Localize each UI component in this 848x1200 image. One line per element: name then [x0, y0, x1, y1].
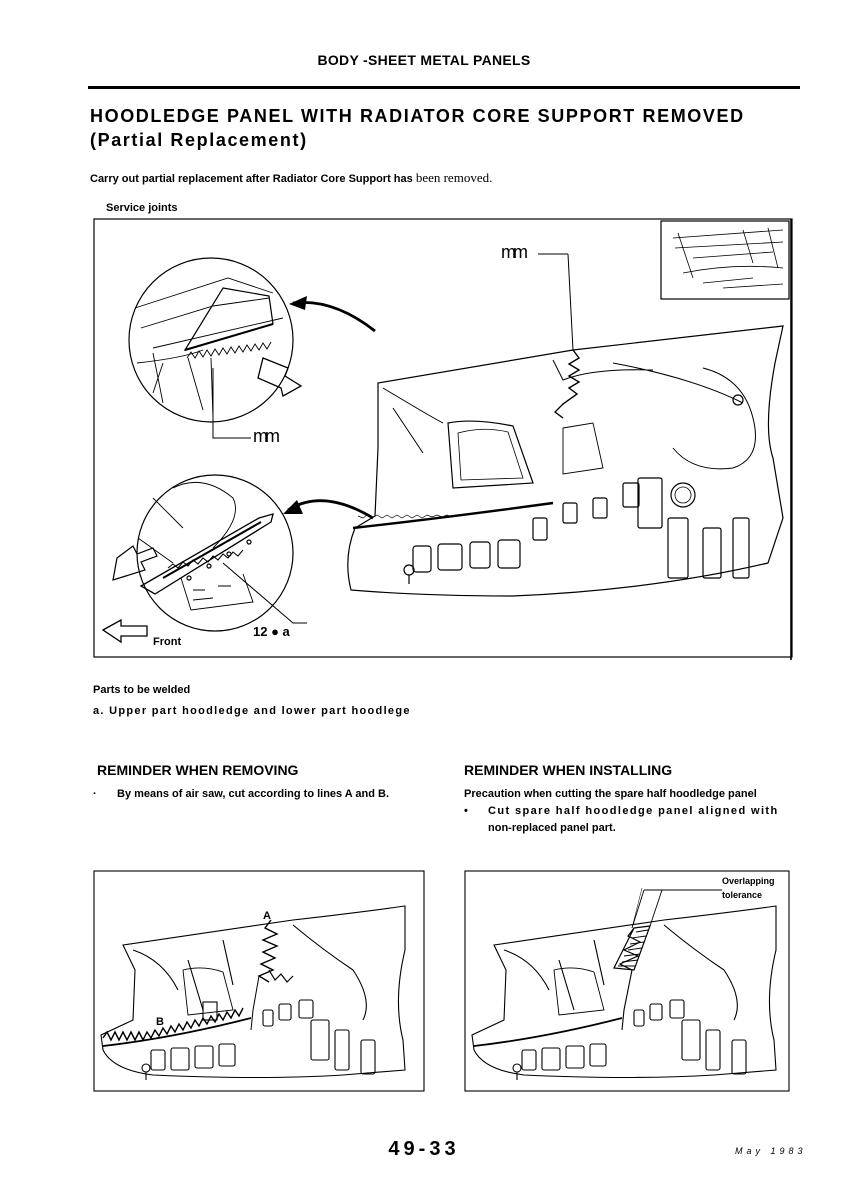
overlap-label-line-1: Overlapping [722, 876, 775, 886]
hoodledge-outline [347, 325, 784, 597]
figure-caption: Service joints [106, 202, 178, 214]
svg-text:m: m [265, 426, 280, 446]
installing-precaution: Precaution when cutting the spare half h… [464, 788, 757, 800]
intro-serif: been removed. [415, 170, 493, 185]
callout-bottom: 12 ● a [253, 624, 291, 639]
installing-bullet-line-2: non-replaced panel part. [488, 822, 616, 834]
installing-bullet: • Cut spare half hoodledge panel aligned … [464, 805, 779, 817]
cut-line-b [102, 1007, 244, 1042]
section-header: BODY -SHEET METAL PANELS [317, 52, 531, 68]
title-line-1: HOODLEDGE PANEL WITH RADIATOR CORE SUPPO… [90, 106, 745, 126]
removing-bullet: · By means of air saw, cut according to l… [93, 788, 389, 800]
removing-figure: A B [93, 870, 425, 1092]
label-a: A [263, 910, 271, 922]
installing-bullet-mark: • [464, 805, 470, 817]
removing-bullet-text: By means of air saw, cut according to li… [117, 788, 390, 800]
parts-heading: Parts to be welded [93, 684, 191, 696]
figure-frame [93, 218, 793, 658]
overlap-label-line-2: tolerance [722, 890, 762, 900]
label-b: B [156, 1016, 164, 1028]
detail-circle-upper [128, 257, 294, 423]
inset-thumbnail [660, 220, 790, 300]
title-line-2: (Partial Replacement) [90, 130, 308, 150]
parts-item-a: a. Upper part hoodledge and lower part h… [93, 705, 411, 717]
header-rule [88, 86, 800, 89]
cut-line-a [257, 919, 279, 983]
intro-bold: Carry out partial replacement after Radi… [90, 173, 413, 185]
callout-top: m [501, 242, 516, 262]
front-arrow [101, 618, 148, 644]
removing-heading: REMINDER WHEN REMOVING [97, 762, 299, 778]
front-label: Front [153, 636, 181, 648]
detail-circle-lower [136, 474, 294, 632]
main-figure: m m m m 12 ● a Front [93, 218, 793, 660]
page-title: HOODLEDGE PANEL WITH RADIATOR CORE SUPPO… [90, 104, 745, 152]
page-date: May 1983 [735, 1146, 807, 1156]
installing-bullet-line-1: Cut spare half hoodledge panel aligned w… [488, 805, 779, 817]
svg-text:m: m [513, 242, 528, 262]
page-number: 49-33 [388, 1138, 460, 1160]
installing-heading: REMINDER WHEN INSTALLING [464, 762, 673, 778]
installing-figure: Overlapping tolerance [464, 870, 790, 1092]
removing-bullet-mark: · [93, 788, 97, 800]
intro-text: Carry out partial replacement after Radi… [90, 170, 492, 186]
callout-left: m [253, 426, 268, 446]
